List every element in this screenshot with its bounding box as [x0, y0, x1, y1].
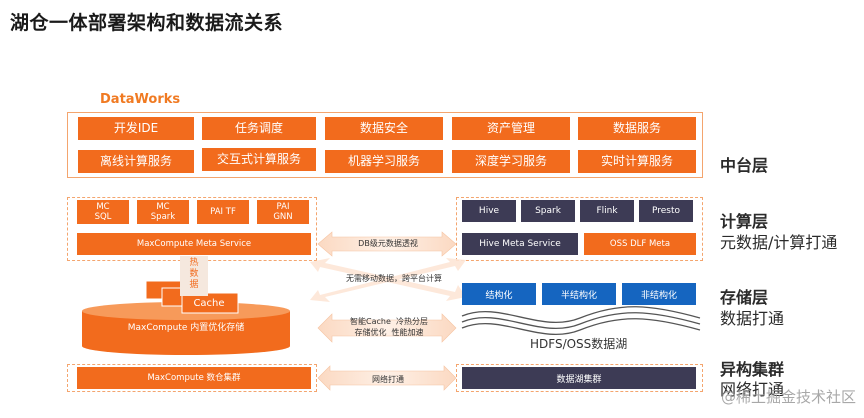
watermark: @稀土掘金技术社区	[721, 386, 856, 407]
storage-unstructured: 非结构化	[622, 283, 696, 305]
cross-platform-label: 无需移动数据，跨平台计算	[336, 273, 452, 284]
hot-data-label: 热 数 据	[184, 258, 204, 291]
storage-structured: 结构化	[462, 283, 536, 305]
storage-semistructured: 半结构化	[542, 283, 616, 305]
cluster-arrow-label: 网络打通	[340, 374, 436, 385]
label-middle-layer: 中台层	[720, 152, 768, 176]
maxcompute-cluster: MaxCompute 数仓集群	[77, 367, 311, 389]
data-lake-label: HDFS/OSS数据湖	[530, 335, 627, 352]
label-compute-sub: 元数据/计算打通	[720, 229, 837, 253]
meta-arrow-label: DB级元数据透视	[338, 238, 438, 249]
label-storage-sub: 数据打通	[720, 305, 784, 329]
storage-arrow-label: 智能Cache 冷热分层 存储优化 性能加速	[334, 316, 444, 338]
maxcompute-storage-label: MaxCompute 内置优化存储	[100, 323, 272, 334]
data-lake-cluster: 数据湖集群	[462, 367, 696, 389]
cache-label: Cache	[184, 298, 234, 309]
